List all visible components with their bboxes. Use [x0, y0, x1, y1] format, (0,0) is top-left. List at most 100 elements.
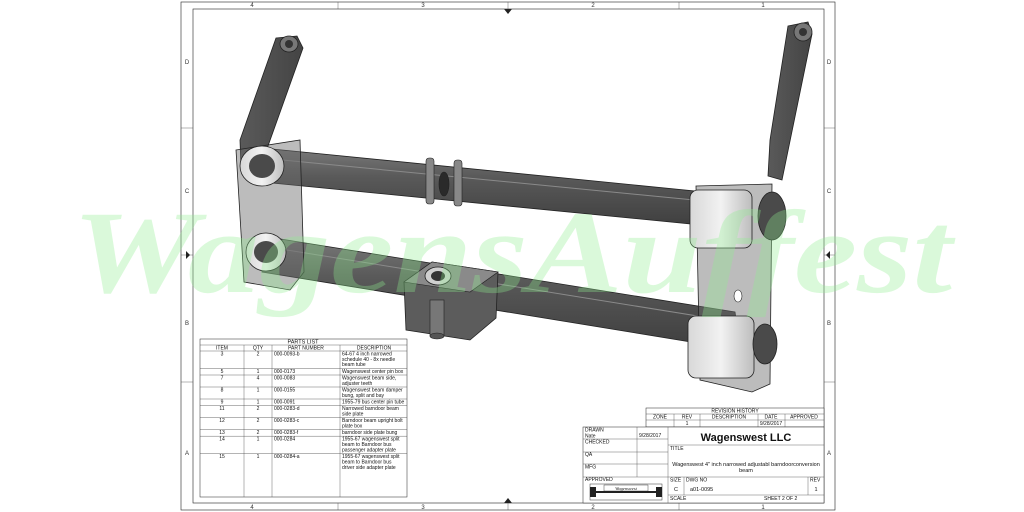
rev-label: REV — [810, 478, 821, 484]
revision-header-zone: ZONE — [653, 415, 668, 421]
parts-row-part-number: 000-0283-d — [274, 406, 300, 412]
parts-row-description: driver side adapter plate — [342, 465, 396, 471]
parts-row-description: beam to Barndoor bus — [342, 459, 392, 465]
rev-value: 1 — [814, 487, 817, 493]
parts-row-item: 13 — [219, 430, 225, 436]
parts-row-description: Wagenswest beam side, — [342, 375, 396, 381]
drawing-title-line-2: beam — [739, 468, 753, 474]
center-mark-right — [826, 251, 830, 259]
zone-label-right-c: C — [827, 189, 832, 195]
drawing-title-line-1: Wagenswest 4" inch narrowed adjustabl ba… — [672, 462, 820, 468]
parts-row-item: 3 — [221, 351, 224, 357]
parts-row-part-number: 000-0155 — [274, 387, 295, 393]
zone-label-top-2: 2 — [591, 3, 595, 9]
revision-header-rev: REV — [682, 415, 693, 421]
parts-row-part-number: 000-0284 — [274, 437, 295, 443]
parts-row-part-number: 000-0173 — [274, 369, 295, 375]
parts-row-item: 5 — [221, 369, 224, 375]
drawn-date: 9/28/2017 — [639, 433, 661, 439]
zone-label-right-d: D — [827, 60, 832, 66]
approved-label: APPROVED — [585, 477, 613, 483]
dwg-no-value: a01-0095 — [690, 487, 713, 493]
drawn-name: Nate — [585, 434, 596, 440]
center-mark-left — [186, 251, 190, 259]
parts-row-part-number: 000-0093-b — [274, 351, 300, 357]
parts-row-item: 9 — [221, 399, 224, 405]
parts-row-qty: 1 — [257, 387, 260, 393]
dwg-no-label: DWG NO — [686, 478, 707, 484]
parts-header-item: ITEM — [216, 346, 228, 352]
revision-header-date: DATE — [765, 415, 779, 421]
sheet-number: SHEET 2 OF 2 — [764, 496, 797, 502]
parts-row-qty: 2 — [257, 351, 260, 357]
parts-row-description: 1955-67 wagenswest split — [342, 437, 400, 443]
parts-row-description: side plate — [342, 411, 364, 417]
zone-label-right-a: A — [827, 451, 831, 457]
parts-row-qty: 2 — [257, 406, 260, 412]
parts-list: PARTS LIST ITEM QTY PART NUMBER DESCRIPT… — [199, 338, 408, 498]
parts-row-item: 11 — [219, 406, 224, 412]
parts-header-qty: QTY — [253, 346, 264, 352]
parts-row-description: Narrowed barndoor beam — [342, 406, 399, 412]
parts-row-part-number: 000-0283-f — [274, 430, 299, 436]
parts-header-description: DESCRIPTION — [357, 346, 392, 352]
parts-header-part-number: PART NUMBER — [288, 346, 324, 352]
zone-label-top-4: 4 — [250, 3, 254, 9]
zone-label-top-1: 1 — [761, 3, 765, 9]
parts-row-qty: 4 — [257, 375, 260, 381]
zone-label-left-a: A — [185, 451, 189, 457]
parts-row-part-number: 000-0283-c — [274, 418, 300, 424]
company-name: Wagenswest LLC — [701, 432, 792, 444]
right-lower-sleeve — [687, 315, 755, 379]
zone-label-bottom-4: 4 — [250, 505, 254, 511]
revision-date-value: 9/28/2017 — [760, 421, 782, 427]
title-block: DRAWN Nate 9/28/2017 CHECKED QA MFG APPR… — [582, 426, 825, 504]
revision-header-approved: APPROVED — [790, 415, 818, 421]
center-mark-bottom — [504, 498, 512, 503]
right-upper-sleeve — [689, 189, 753, 249]
parts-rows: 3 2 000-0093-b 64-67 4 inch narrowedschedul… — [200, 351, 407, 471]
revision-rev-value: 1 — [686, 421, 689, 427]
adjuster-teeth — [425, 157, 463, 207]
revision-header-description: DESCRIPTION — [712, 415, 747, 421]
parts-row-description: Wagenswest center pin box — [342, 369, 404, 375]
parts-row-part-number: 000-0284-a — [274, 454, 300, 460]
qa-label: QA — [585, 452, 593, 458]
parts-row-qty: 1 — [257, 454, 260, 460]
parts-row-description: barndoor side plate bung — [342, 430, 398, 436]
parts-list-title: PARTS LIST — [288, 340, 320, 346]
zone-label-bottom-1: 1 — [761, 505, 765, 511]
size-value: C — [674, 487, 678, 493]
zone-label-top-3: 3 — [421, 3, 425, 9]
drawn-label: DRAWN — [585, 428, 604, 434]
zone-label-left-d: D — [185, 60, 190, 66]
parts-row-description: beam tube — [342, 362, 366, 368]
parts-row-qty: 1 — [257, 437, 260, 443]
parts-row-item: 7 — [221, 375, 224, 381]
damper-hole — [733, 289, 743, 303]
parts-row-item: 12 — [219, 418, 225, 424]
parts-row-description: schedule 40 - 8x needle — [342, 357, 395, 363]
center-mark-top — [504, 9, 512, 14]
parts-row-description: 1955-79 bus center pin tube — [342, 399, 404, 405]
revision-title: REVISION HISTORY — [711, 409, 759, 415]
parts-row-qty: 1 — [257, 369, 260, 375]
scale-label: SCALE — [670, 496, 687, 502]
title-label: TITLE — [670, 446, 684, 452]
zone-label-bottom-2: 2 — [591, 505, 595, 511]
parts-row-qty: 2 — [257, 418, 260, 424]
parts-row-part-number: 000-0083 — [274, 375, 295, 381]
parts-row-item: 8 — [221, 387, 224, 393]
parts-row-item: 14 — [219, 437, 225, 443]
beam-illustration — [235, 21, 813, 393]
parts-row-part-number: 000-0091 — [274, 399, 295, 405]
parts-row-qty: 2 — [257, 430, 260, 436]
logo-text: Wagenswest — [615, 486, 638, 491]
zone-label-right-b: B — [827, 321, 831, 327]
parts-row-description: 64-67 4 inch narrowed — [342, 351, 392, 357]
wagenswest-logo: Wagenswest — [589, 483, 663, 501]
parts-row-description: adjuster teeth — [342, 381, 373, 387]
zone-label-left-b: B — [185, 321, 189, 327]
parts-row-description: plate box — [342, 423, 363, 429]
parts-row-description: 1955-67 wagenswest split — [342, 454, 400, 460]
